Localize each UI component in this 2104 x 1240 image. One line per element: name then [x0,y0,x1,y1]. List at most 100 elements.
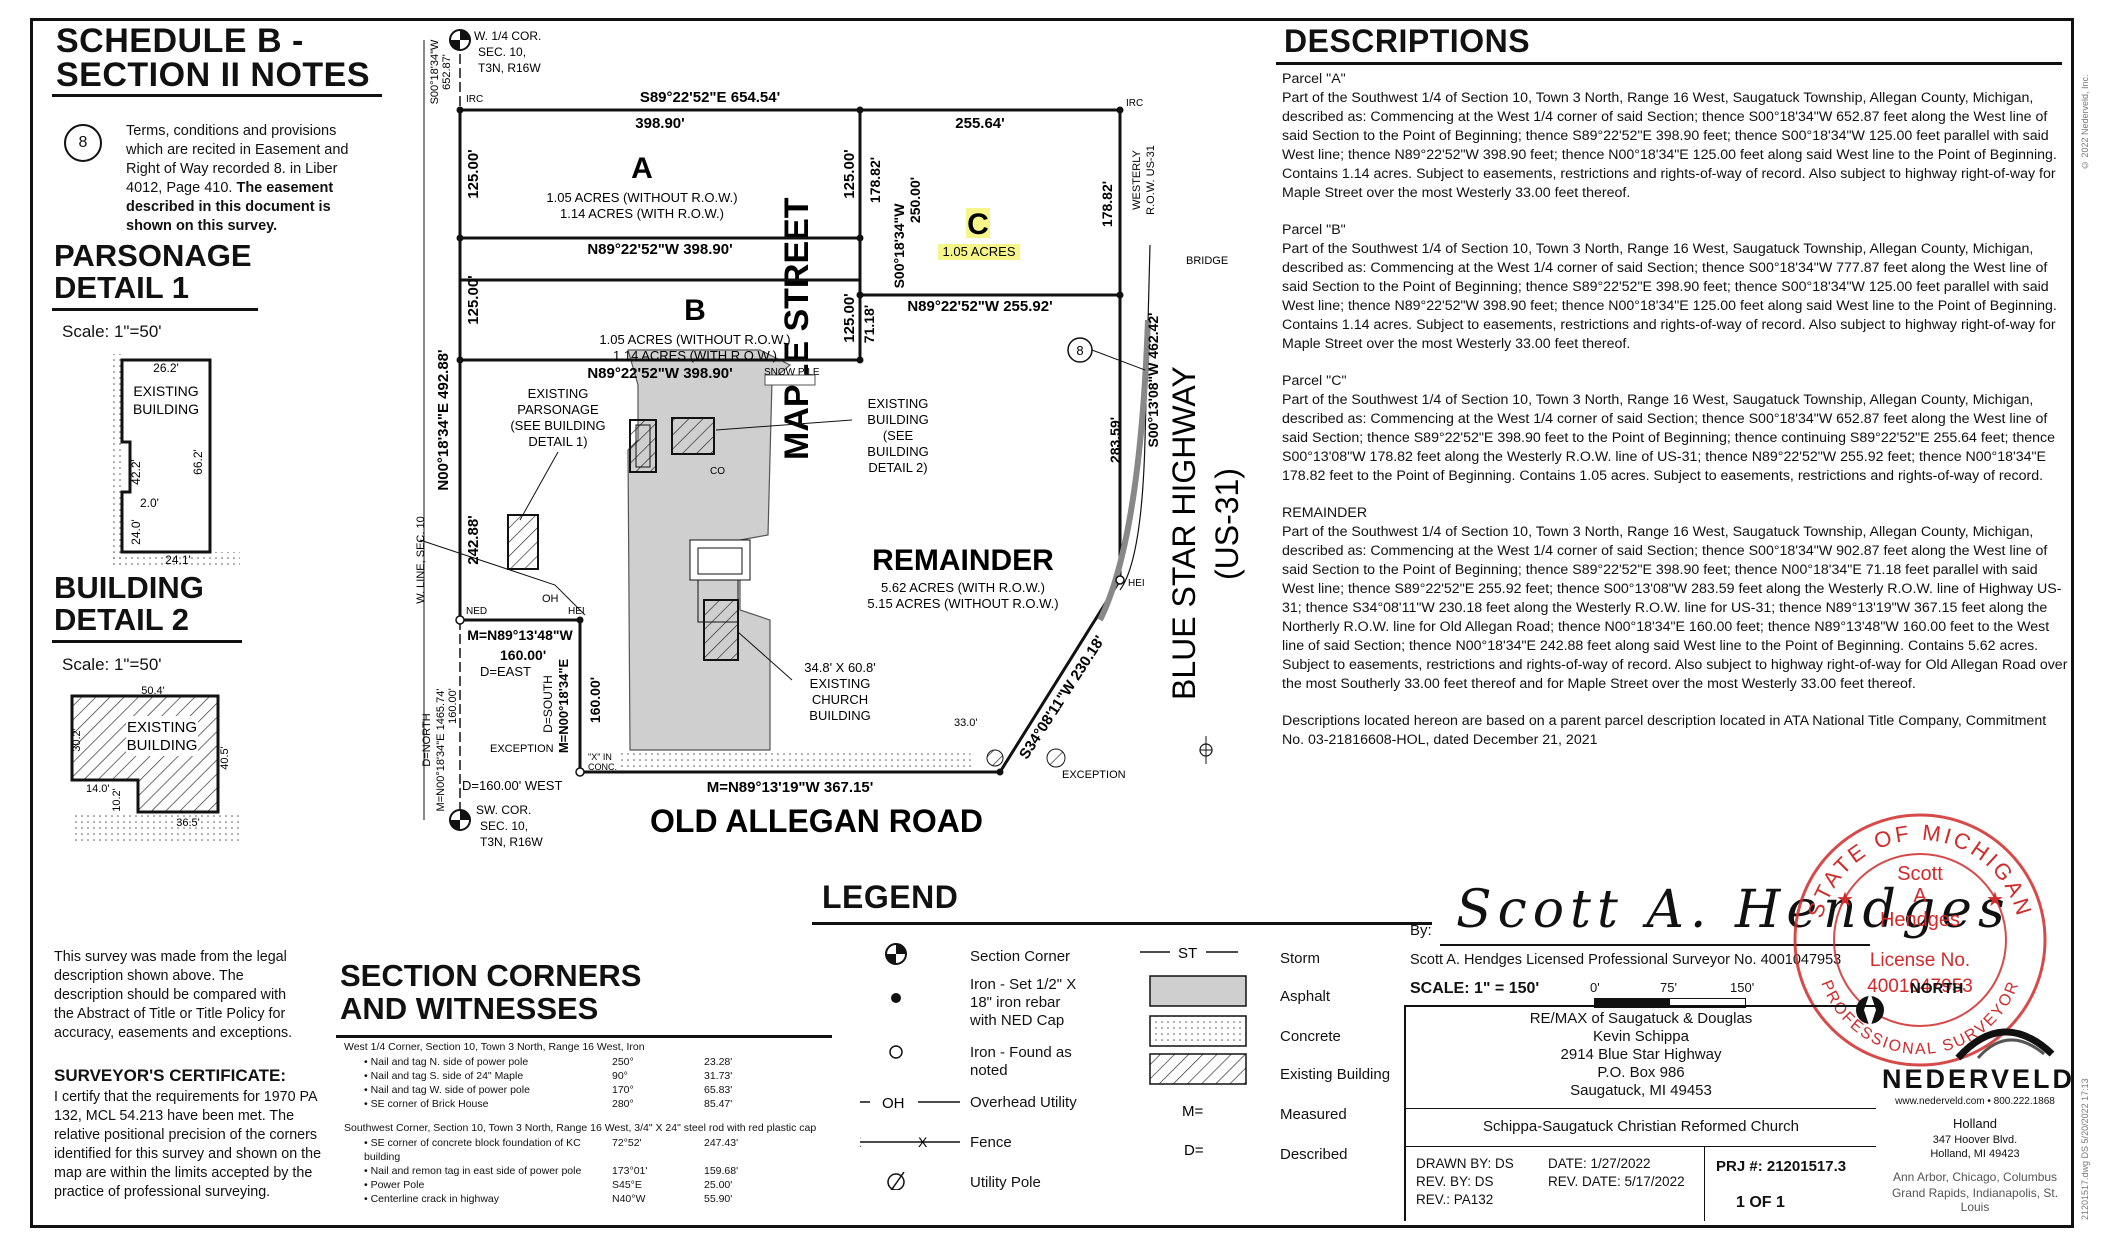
church-label-3: CHURCH [812,692,868,707]
scale-label: SCALE: 1" = 150' [1410,980,1540,997]
iron-set-icon [891,993,901,1003]
remainder-acres-1: 5.62 ACRES (WITH R.O.W.) [881,580,1045,595]
note-8-callout: 8 [1076,343,1083,358]
parsonage-building [629,419,657,473]
utility-pole-icon [887,1171,905,1190]
parcel-a-title: Parcel "A" [1282,71,1346,87]
sheet-number: 1 OF 1 [1736,1194,1785,1211]
legend-existing-building: Existing Building [1280,1066,1391,1083]
parcel-c-highlight [966,208,990,238]
fence-x-icon: X [860,1134,862,1150]
blue-star-label: BLUE STAR HIGHWAY [1166,366,1202,700]
building2-dim-left: 30.2' [71,728,83,752]
parcel-a-acres-1: 1.05 ACRES (WITHOUT R.O.W.) [546,190,737,205]
remainder-west-distance: 242.88' [465,515,482,564]
signature-handwriting: Scott A. Hendges [1456,880,2011,940]
seal-name-3: Hendges [1880,909,1960,931]
parcel-a-boundary [460,108,862,282]
c-bottom-bearing: N89°22'52"W 255.92' [907,298,1052,315]
westerly-label-2: R.O.W. US-31 [1145,145,1157,215]
legend-title: LEGEND [822,879,959,915]
parcel-a-description: Part of the Southwest 1/4 of Section 10,… [1282,90,2057,201]
a-west-distance: 125.00' [465,149,482,198]
parsonage-label-1: EXISTING [133,383,198,399]
w-corner-label-1: W. 1/4 COR. [474,29,541,43]
descriptions-title: DESCRIPTIONS [1284,23,1531,59]
c-west-bearing: S00°18'34"W [891,203,907,289]
building2-dim-top: 50.4' [141,685,165,697]
top-bearing: S89°22'52"E 654.54' [640,89,780,106]
b-west-distance: 125.00' [465,275,482,324]
legend-symbols: OH X X ST M= D= [860,943,1247,1190]
parcel-c-title: Parcel "C" [1282,373,1347,389]
parcel-b-title: Parcel "B" [1282,222,1346,238]
project-number: PRJ #: 21201517.3 [1716,1158,1847,1175]
titleblock-vdivider [1704,1146,1705,1221]
hei-label-east: HEI [1128,578,1145,589]
building2-dim-bottom: 36.5' [176,817,200,829]
church-leader [737,631,793,681]
corner-group-2-table: • SE corner of concrete block foundation… [360,1136,742,1206]
existing-parsonage-detail1 [507,514,539,570]
existing-building-3: (SEE [883,428,914,443]
parcel-b-acres-1: 1.05 ACRES (WITHOUT R.O.W.) [599,332,790,347]
building2-dim-right: 40.5' [219,746,231,770]
building2-scale: Scale: 1"=50' [62,655,162,674]
utility-pole-icon [1199,736,1213,764]
existing-building-1: EXISTING [868,396,929,411]
parcel-b-label: B [684,294,706,327]
corner-group-2-title: Southwest Corner, Section 10, Town 3 Nor… [344,1122,817,1134]
east-line-bearing: S00°13'08"W 462.42' [1145,313,1161,448]
old-allegan-label: OLD ALLEGAN ROAD [650,803,983,839]
hei-label: HEI [568,606,585,617]
iron-set-icon [996,768,1004,776]
signature-line [1440,944,1870,946]
parsonage-scale: Scale: 1"=50' [62,322,162,341]
c-top-distance: 255.64' [955,115,1004,132]
remainder-description: Part of the Southwest 1/4 of Section 10,… [1282,524,2068,692]
remainder-top-measured: M=N89°13'48"W [467,627,573,643]
legend-m: M= [1182,1103,1203,1120]
c-east-distance: 178.82' [1099,181,1115,227]
seal-number: 4001047953 [1867,976,1973,997]
legend-described: Described [1280,1146,1348,1163]
church-label-2: EXISTING [810,676,871,691]
west-line-bearing: N00°18'34"E 492.88' [435,349,452,490]
north-arrow-icon [1856,992,1884,1028]
a-top-distance: 398.90' [635,115,684,132]
legend-fence: Fence [970,1134,1012,1151]
iron-set-icon [456,106,464,114]
existing-parsonage-1: EXISTING [528,386,589,401]
south-line-bearing: M=N89°13'19"W 367.15' [707,779,874,796]
table-row: • Nail and remon tag in east side of pow… [364,1165,739,1177]
seal-star-icon: ★ [1836,889,1854,911]
diagonal-bearing: S34°08'11"W 230.18' [1016,633,1109,763]
existing-building-detail2 [671,417,715,455]
table-row: • SE corner of concrete block foundation… [364,1137,739,1163]
sw-corner-label-1: SW. COR. [476,803,531,817]
descriptions-underline [1276,62,2062,65]
note-8-number: 8 [78,134,88,151]
m-north-160: 160.00' [447,688,459,724]
certificate-text: I certify that the requirements for 1970… [54,1089,322,1200]
exception-label-west: EXCEPTION [490,743,554,755]
legend-iron-set: Iron - Set 1/2" X 18" iron rebar with NE… [970,976,1077,1029]
parcel-b-acres-2: 1.14 ACRES (WITH R.O.W.) [613,348,777,363]
existing-building-4: BUILDING [867,444,928,459]
remainder-label: REMAINDER [872,544,1054,577]
ab-line-bearing: N89°22'52"W 398.90' [587,241,732,258]
w-quarter-corner-icon [449,29,471,51]
legend-st: ST [1178,945,1197,962]
corners-title-1: SECTION CORNERS [340,958,642,993]
parsonage-dim-bottom: 24.1' [165,553,191,567]
north-label: NORTH [1910,980,1964,997]
surveyor-seal: STATE OF MICHIGAN PROFESSIONAL SURVEYOR … [1793,813,2047,1067]
snow-pile [764,374,816,386]
file-note: 21201517.dwg DS 5/20/2022 17:13 [2080,1078,2090,1220]
parsonage-leader [519,451,559,521]
sw-corner-icon [449,809,471,831]
remainder-acres-2: 5.15 ACRES (WITHOUT R.O.W.) [867,596,1058,611]
existing-parsonage-3: (SEE BUILDING [510,418,605,433]
titleblock-date: DATE: 1/27/2022 [1548,1156,1651,1171]
highway-edge [1119,244,1151,591]
